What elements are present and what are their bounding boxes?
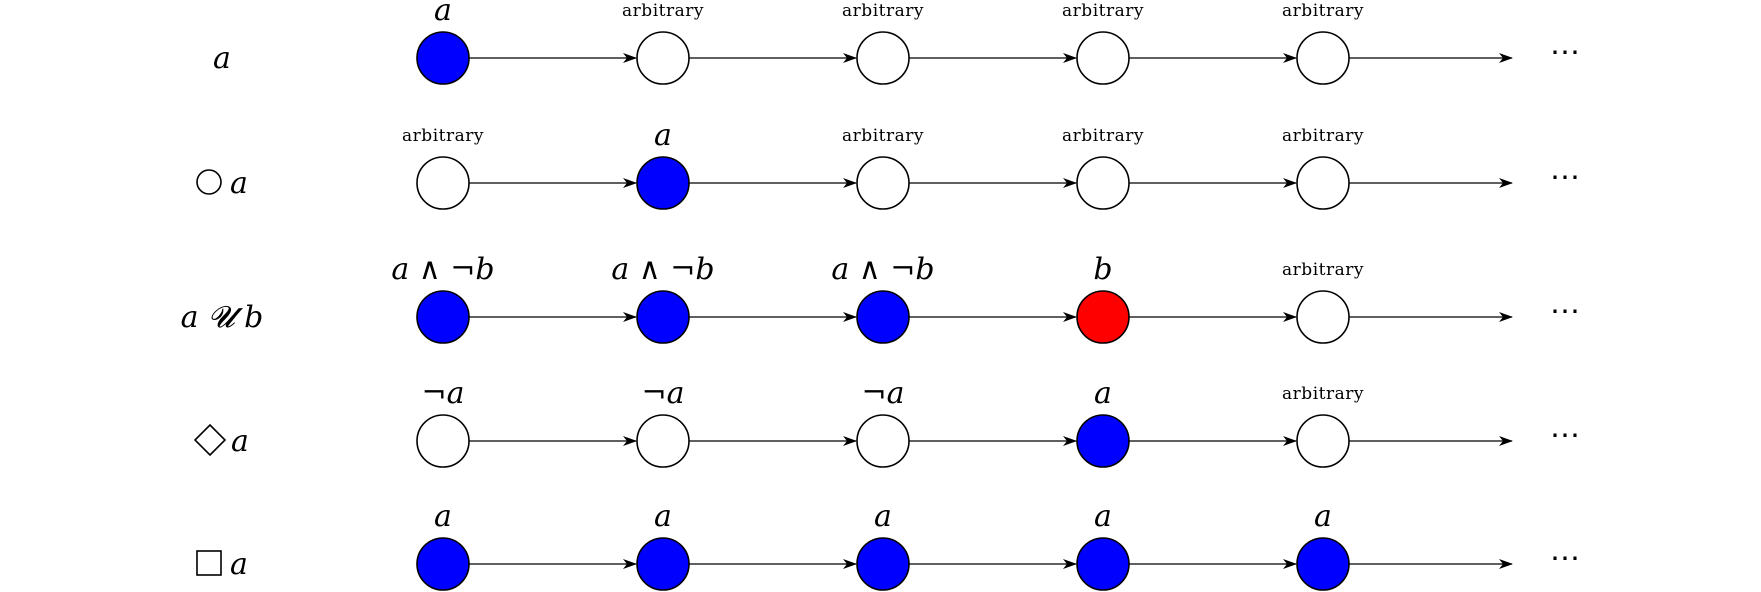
state-circle xyxy=(856,414,910,468)
state-circle xyxy=(416,156,470,210)
formula-label: a xyxy=(193,423,249,459)
formula-text: a xyxy=(230,547,248,582)
state-label: ¬a xyxy=(421,376,464,411)
state-node: a xyxy=(1076,499,1130,591)
state-node: a xyxy=(1076,376,1130,468)
state-node: arbitrary xyxy=(842,126,924,210)
state-circle xyxy=(636,414,690,468)
next-circle-icon xyxy=(196,169,222,195)
state-node: a ∧ ¬b xyxy=(391,252,495,344)
state-label: a xyxy=(654,118,672,153)
eventually-diamond-icon xyxy=(193,423,227,457)
state-circle xyxy=(416,290,470,344)
formula-label: a xyxy=(196,166,248,201)
always-square-icon xyxy=(196,550,222,576)
state-node: a xyxy=(856,499,910,591)
state-label: a xyxy=(874,499,892,534)
state-label: arbitrary xyxy=(1282,126,1364,146)
state-label: a xyxy=(434,499,452,534)
state-label: ¬a xyxy=(641,376,684,411)
state-label: arbitrary xyxy=(1062,1,1144,21)
state-node: ¬a xyxy=(856,376,910,468)
state-node: arbitrary xyxy=(1062,1,1144,85)
state-label: arbitrary xyxy=(1062,126,1144,146)
state-circle xyxy=(1296,290,1350,344)
state-circle xyxy=(416,31,470,85)
state-label: a xyxy=(1094,499,1112,534)
state-node: a xyxy=(636,499,690,591)
state-node: arbitrary xyxy=(1282,1,1364,85)
state-circle xyxy=(1076,290,1130,344)
ellipsis: ⋯ xyxy=(1550,541,1584,576)
state-label: ¬a xyxy=(861,376,904,411)
state-label: a xyxy=(434,0,452,28)
state-label: a xyxy=(1094,376,1112,411)
state-label: arbitrary xyxy=(842,126,924,146)
state-circle xyxy=(636,156,690,210)
state-circle xyxy=(1296,537,1350,591)
ellipsis: ⋯ xyxy=(1550,418,1584,453)
state-circle xyxy=(1076,414,1130,468)
trace-row: a arbitrary a arbitrary arbitrary arbitrary ⋯ xyxy=(196,118,1584,210)
trace-row: a 𝓤 b a ∧ ¬b a ∧ ¬b a ∧ ¬b b arbitrary ⋯ xyxy=(181,252,1584,344)
formula-text: a xyxy=(230,166,248,201)
formula-text: a xyxy=(213,41,231,76)
state-label: arbitrary xyxy=(1282,384,1364,404)
formula-text: a 𝓤 b xyxy=(181,300,264,335)
state-circle xyxy=(636,31,690,85)
state-label: a ∧ ¬b xyxy=(611,252,714,287)
formula-label: a 𝓤 b xyxy=(181,300,264,335)
state-circle xyxy=(1296,31,1350,85)
state-label: arbitrary xyxy=(842,1,924,21)
state-circle xyxy=(636,290,690,344)
trace-row: a a arbitrary arbitrary arbitrary arbitrary ⋯ xyxy=(213,0,1584,85)
state-node: arbitrary xyxy=(1282,260,1364,344)
state-label: a xyxy=(1314,499,1332,534)
state-node: arbitrary xyxy=(402,126,484,210)
ellipsis: ⋯ xyxy=(1550,35,1584,70)
state-node: a ∧ ¬b xyxy=(831,252,935,344)
state-node: arbitrary xyxy=(1062,126,1144,210)
state-circle xyxy=(856,290,910,344)
state-node: a xyxy=(416,499,470,591)
state-label: arbitrary xyxy=(1282,1,1364,21)
formula-label: a xyxy=(213,41,231,76)
ellipsis: ⋯ xyxy=(1550,294,1584,329)
state-label: arbitrary xyxy=(1282,260,1364,280)
state-node: a xyxy=(1296,499,1350,591)
state-circle xyxy=(416,414,470,468)
trace-row: a ¬a ¬a ¬a a arbitrary ⋯ xyxy=(193,376,1584,468)
state-circle xyxy=(1296,414,1350,468)
state-circle xyxy=(1076,537,1130,591)
state-node: a xyxy=(636,118,690,210)
state-label: a ∧ ¬b xyxy=(831,252,934,287)
ellipsis: ⋯ xyxy=(1550,160,1584,195)
formula-text: a xyxy=(231,424,249,459)
state-node: ¬a xyxy=(636,376,690,468)
state-node: a xyxy=(416,0,470,85)
state-node: arbitrary xyxy=(1282,126,1364,210)
state-node: a ∧ ¬b xyxy=(611,252,715,344)
trace-row: a a a a a a ⋯ xyxy=(196,499,1584,591)
state-circle xyxy=(1076,31,1130,85)
state-circle xyxy=(416,537,470,591)
state-node: arbitrary xyxy=(842,1,924,85)
state-label: arbitrary xyxy=(402,126,484,146)
state-label: a ∧ ¬b xyxy=(391,252,494,287)
state-circle xyxy=(1076,156,1130,210)
state-label: b xyxy=(1093,252,1112,287)
state-circle xyxy=(856,537,910,591)
state-node: ¬a xyxy=(416,376,470,468)
state-circle xyxy=(1296,156,1350,210)
state-node: arbitrary xyxy=(622,1,704,85)
formula-label: a xyxy=(196,547,248,582)
state-circle xyxy=(856,156,910,210)
state-label: a xyxy=(654,499,672,534)
state-node: arbitrary xyxy=(1282,384,1364,468)
state-node: b xyxy=(1076,252,1130,344)
state-circle xyxy=(856,31,910,85)
state-circle xyxy=(636,537,690,591)
state-label: arbitrary xyxy=(622,1,704,21)
